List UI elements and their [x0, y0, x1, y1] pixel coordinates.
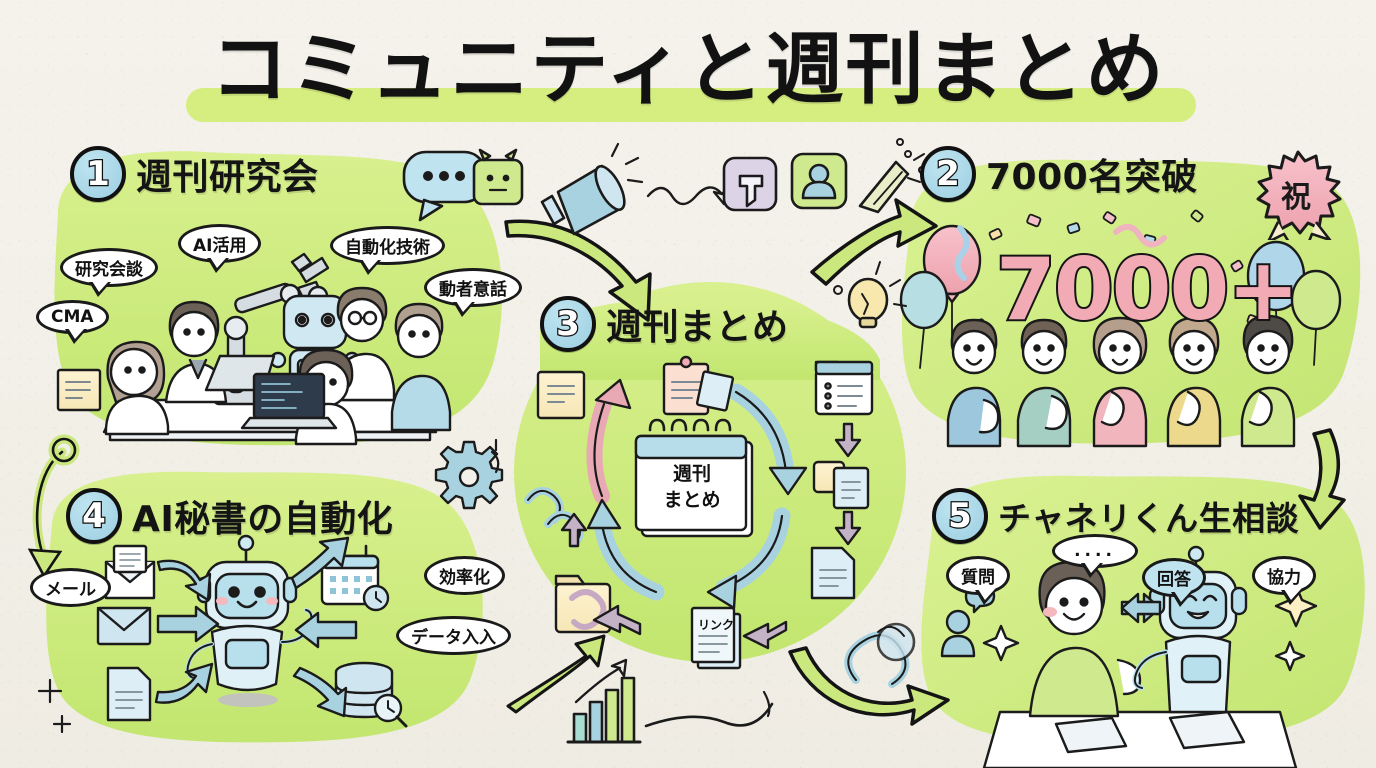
section-2-heading: 2 7000名突破: [920, 146, 1198, 202]
bubble-shitsumon[interactable]: 質問: [946, 556, 1010, 605]
page-title-container: コミュニティと週刊まとめ: [0, 14, 1376, 126]
open-envelope-icon: [104, 544, 156, 600]
celebration-badge-label: 祝: [1281, 180, 1311, 215]
pin-card-icon: [722, 156, 778, 212]
section-3-heading: 3 週刊まとめ: [540, 296, 789, 352]
bubble-cma[interactable]: CMA: [36, 300, 109, 344]
bubble-dousha-ihanashi[interactable]: 動者意話: [424, 268, 522, 317]
bar-chart-icon: [566, 658, 642, 744]
bubble-kouritsuka[interactable]: 効率化: [424, 556, 505, 595]
section-1-heading: 1 週刊研究会: [70, 146, 319, 202]
section-4-title: AI秘書の自動化: [132, 499, 394, 540]
section-1-number: 1: [70, 146, 126, 202]
closed-envelope-icon: [96, 606, 152, 646]
doc-cream-left: [536, 370, 586, 420]
paperclip-magnifier-icon: [844, 622, 916, 688]
weekly-note-line-1: 週刊: [672, 463, 711, 485]
section-4-number: 4: [66, 488, 122, 544]
page-title: コミュニティと週刊まとめ: [210, 25, 1166, 115]
section-5-title: チャネリくん生相談: [998, 499, 1300, 538]
bubble-data-nyuunyuu[interactable]: データ入入: [396, 616, 511, 655]
robot-face-icon: [472, 148, 524, 206]
lightbulb-icon: [833, 261, 907, 329]
section-3-number: 3: [540, 296, 596, 352]
section-2-number: 2: [920, 146, 976, 202]
megaphone-icon: [540, 142, 644, 236]
folder-list-right: [814, 360, 874, 416]
section-3-title: 週刊まとめ: [606, 307, 789, 348]
bubble-thinking-dots[interactable]: ....: [1052, 534, 1138, 578]
party-popper-icon: [858, 138, 926, 214]
bubble-kenkyukaidan[interactable]: 研究会談: [60, 248, 158, 297]
person-left-woman: [104, 340, 170, 436]
section-2-title: 7000名突破: [986, 157, 1198, 198]
doc-blue-bottom-right: [810, 546, 856, 600]
bubble-jidouka-gijutsu[interactable]: 自動化技術: [330, 226, 445, 275]
bubble-mail[interactable]: メール: [30, 568, 111, 607]
section-1-title: 週刊研究会: [136, 157, 319, 198]
bubble-kaitou[interactable]: 回答: [1142, 558, 1206, 607]
connector-arrow-4-to-3: [506, 634, 606, 714]
section-5-number: 5: [932, 488, 988, 544]
weekly-note-line-2: まとめ: [663, 489, 721, 511]
link-document-label: リンク: [698, 618, 735, 632]
bubble-ai-katsuyou[interactable]: AI活用: [178, 224, 262, 273]
person-card-icon: [790, 152, 848, 210]
section-4-heading: 4 AI秘書の自動化: [66, 488, 393, 544]
bubble-kyouryoku[interactable]: 協力: [1252, 556, 1316, 605]
member-count-number: 7000+: [994, 238, 1301, 342]
document-icon-4: [106, 666, 152, 722]
